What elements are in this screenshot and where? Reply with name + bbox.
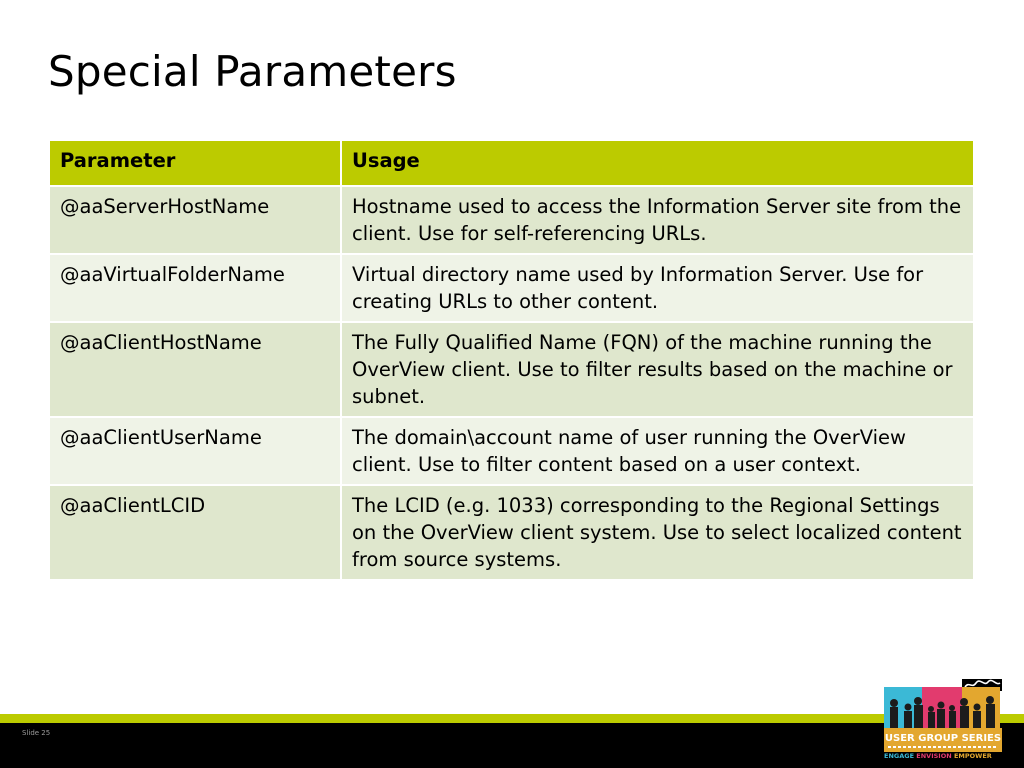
logo-tagline-envision: ENVISION bbox=[916, 752, 952, 760]
usage-cell: Virtual directory name used by Informati… bbox=[340, 253, 975, 323]
logo-tagline-empower: EMPOWER bbox=[953, 752, 992, 760]
parameter-cell: @aaVirtualFolderName bbox=[48, 253, 342, 323]
logo-title: USER GROUP SERIES bbox=[884, 733, 1002, 744]
column-header-parameter: Parameter bbox=[48, 139, 342, 187]
table-header-row: Parameter Usage bbox=[48, 139, 975, 187]
table-row: @aaClientHostName The Fully Qualified Na… bbox=[48, 321, 975, 418]
logo-tagline: ENGAGE ENVISION EMPOWER bbox=[884, 752, 1006, 760]
parameters-table: Parameter Usage @aaServerHostName Hostna… bbox=[48, 139, 975, 581]
slide-title: Special Parameters bbox=[48, 47, 457, 96]
usage-cell: The domain\account name of user running … bbox=[340, 416, 975, 486]
parameter-cell: @aaServerHostName bbox=[48, 185, 342, 255]
table-row: @aaClientUserName The domain\account nam… bbox=[48, 416, 975, 486]
user-group-series-logo: USER GROUP SERIES ENGAGE ENVISION EMPOWE… bbox=[882, 677, 1006, 762]
logo-tagline-engage: ENGAGE bbox=[884, 752, 915, 760]
usage-cell: The LCID (e.g. 1033) corresponding to th… bbox=[340, 484, 975, 581]
parameter-cell: @aaClientUserName bbox=[48, 416, 342, 486]
table-row: @aaVirtualFolderName Virtual directory n… bbox=[48, 253, 975, 323]
usage-cell: The Fully Qualified Name (FQN) of the ma… bbox=[340, 321, 975, 418]
parameter-cell: @aaClientLCID bbox=[48, 484, 342, 581]
table-row: @aaServerHostName Hostname used to acces… bbox=[48, 185, 975, 255]
logo-title-box: USER GROUP SERIES bbox=[884, 728, 1002, 752]
column-header-usage: Usage bbox=[340, 139, 975, 187]
logo-dotted-line bbox=[888, 746, 998, 748]
slide-number: Slide 25 bbox=[22, 729, 51, 737]
table-row: @aaClientLCID The LCID (e.g. 1033) corre… bbox=[48, 484, 975, 581]
footer-accent-stripe bbox=[0, 714, 1024, 723]
footer-bar bbox=[0, 723, 1024, 768]
parameter-cell: @aaClientHostName bbox=[48, 321, 342, 418]
usage-cell: Hostname used to access the Information … bbox=[340, 185, 975, 255]
